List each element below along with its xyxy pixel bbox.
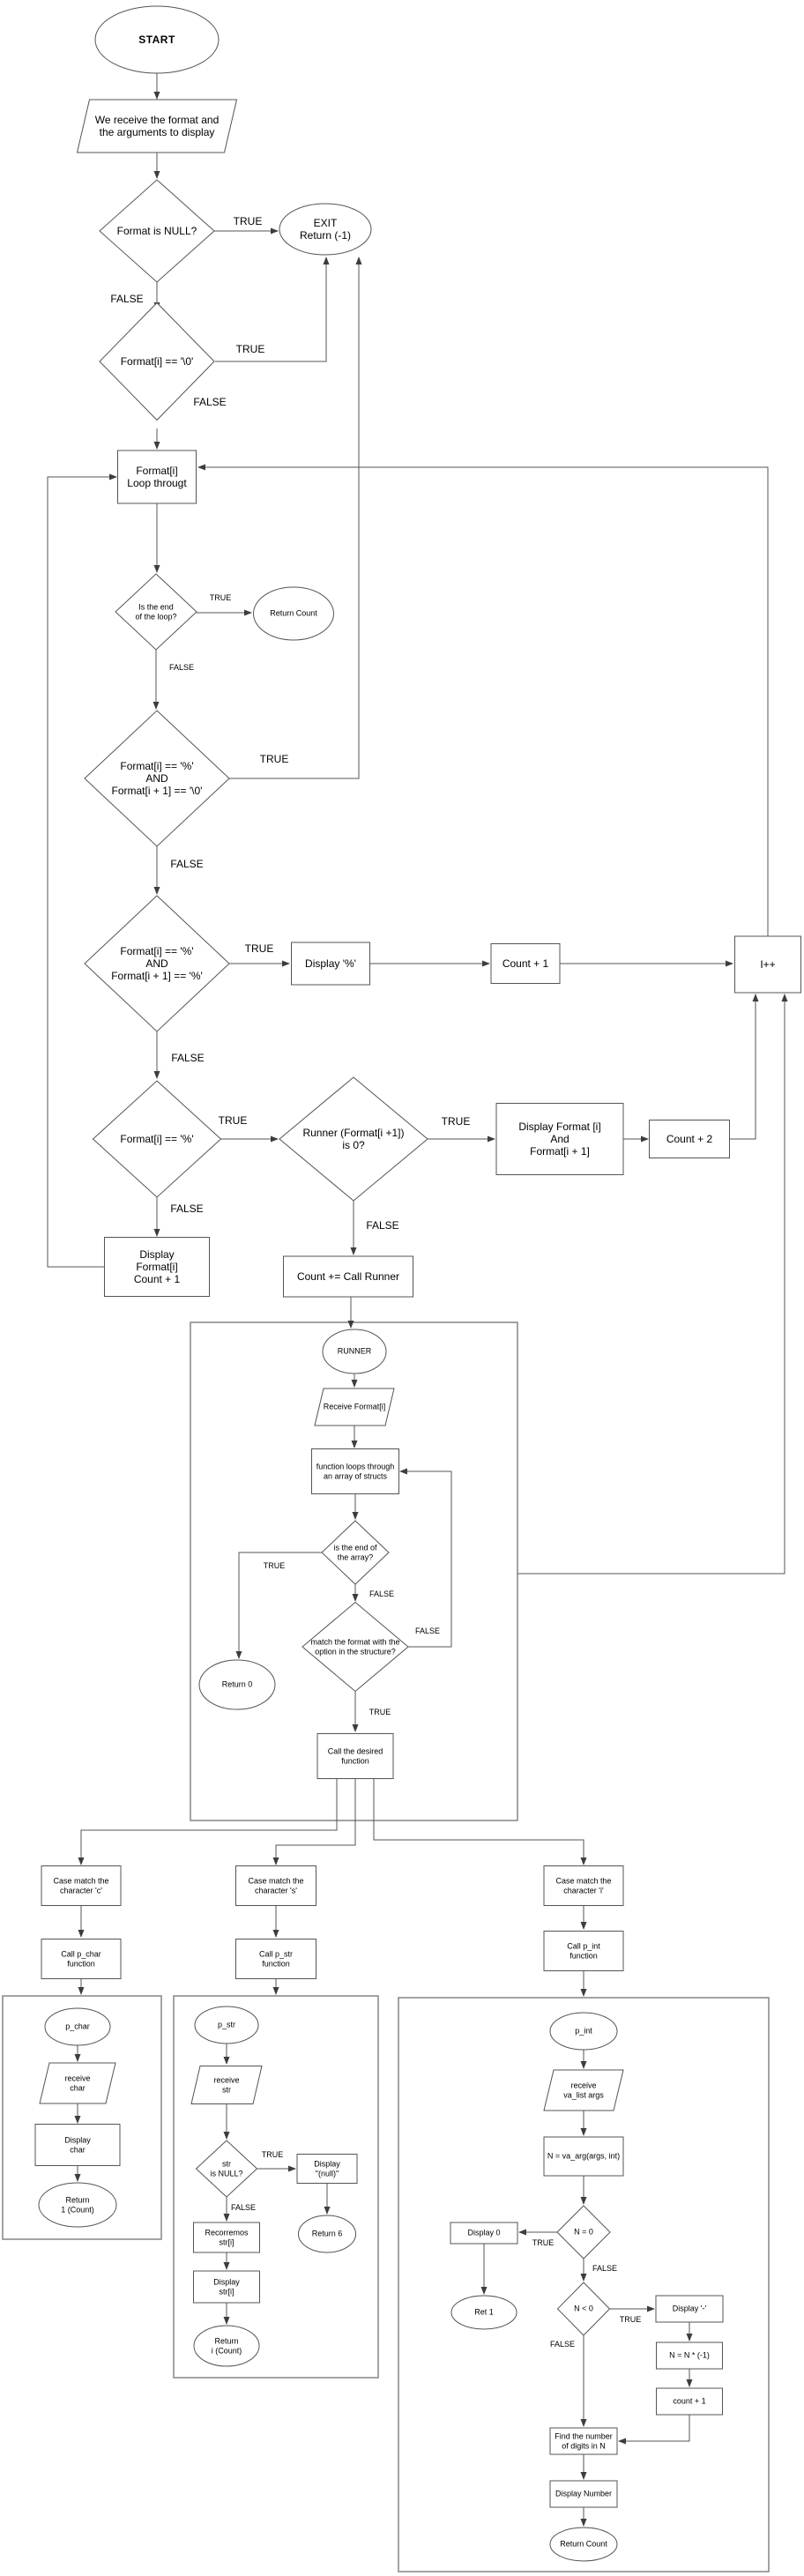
end-of-array-decision	[321, 1520, 390, 1585]
count-call-runner-process	[283, 1255, 413, 1298]
display-format-count-process	[104, 1237, 210, 1297]
case-char-s-process	[235, 1865, 316, 1906]
call-desired-function-process	[316, 1733, 394, 1779]
p-int-terminator	[549, 2012, 618, 2051]
format-is-null-decision	[99, 179, 215, 283]
return-count-int-terminator	[549, 2527, 618, 2562]
display-str-i-process	[193, 2270, 260, 2304]
start-terminator	[94, 5, 220, 74]
display-char-process	[34, 2124, 121, 2166]
edge-33	[373, 1779, 587, 1865]
return-count-terminator	[253, 586, 334, 641]
ret-1-terminator	[450, 2295, 517, 2330]
edge-4	[215, 257, 330, 362]
display-number-process	[549, 2480, 618, 2508]
va-arg-process	[543, 2136, 624, 2177]
p-char-terminator	[44, 2007, 111, 2046]
display-format-pair-process	[495, 1103, 624, 1175]
str-is-null-decision	[195, 2140, 258, 2198]
case-char-i-process	[543, 1865, 624, 1906]
count-plus-2-process	[649, 1120, 730, 1158]
edge-32	[272, 1779, 356, 1865]
edge-29	[399, 1468, 452, 1648]
edge-9	[229, 257, 362, 779]
percent-decision	[92, 1080, 222, 1198]
edge-34	[517, 994, 788, 1575]
p-str-subroutine-frame	[173, 1995, 379, 2379]
n-times-minus1-process	[656, 2341, 723, 2370]
call-p-char-process	[41, 1939, 122, 1979]
edge-27	[235, 1552, 322, 1659]
edge-19	[730, 994, 759, 1140]
p-str-terminator	[194, 2006, 259, 2044]
receive-format-i-io	[314, 1388, 395, 1426]
receive-str-io	[190, 2066, 263, 2104]
count-plus-1-process	[490, 943, 561, 984]
end-of-loop-decision	[115, 573, 197, 651]
runner-subroutine-frame	[190, 1322, 518, 1821]
exit-terminator	[279, 203, 372, 256]
i-increment-process	[734, 935, 801, 994]
display-minus-process	[655, 2295, 724, 2323]
match-format-decision	[302, 1601, 409, 1693]
find-digits-process	[549, 2427, 618, 2455]
p-char-subroutine-frame	[2, 1995, 162, 2240]
receive-char-io	[39, 2062, 116, 2104]
count-plus-1-small-process	[656, 2387, 723, 2416]
receive-va-list-io	[543, 2069, 624, 2111]
return-i-count-terminator	[193, 2325, 260, 2367]
percent-percent-decision	[84, 895, 230, 1032]
edge-31	[78, 1779, 338, 1865]
n-less-0-decision	[556, 2282, 611, 2336]
n-equals-0-decision	[556, 2205, 611, 2260]
call-p-str-process	[235, 1939, 316, 1979]
call-p-int-process	[543, 1931, 624, 1971]
runner-zero-decision	[279, 1076, 428, 1202]
edge-60	[618, 2415, 690, 2445]
return-6-terminator	[298, 2215, 356, 2253]
display-0-process	[450, 2222, 518, 2245]
loop-through-process	[117, 450, 197, 504]
struct-array-loop-process	[311, 1448, 399, 1494]
edge-14	[197, 464, 769, 936]
receive-format-io	[76, 99, 238, 153]
display-null-process	[296, 2154, 358, 2184]
p-int-subroutine-frame	[398, 1997, 770, 2572]
edge-21	[47, 473, 117, 1268]
runner-terminator	[322, 1329, 387, 1374]
return-1-count-terminator	[38, 2182, 117, 2228]
case-char-c-process	[41, 1865, 122, 1906]
percent-nul-decision	[84, 710, 230, 847]
return-0-terminator	[198, 1659, 276, 1710]
format-terminator-decision	[99, 302, 215, 421]
display-percent-process	[291, 942, 370, 986]
recorremos-str-process	[193, 2222, 260, 2253]
